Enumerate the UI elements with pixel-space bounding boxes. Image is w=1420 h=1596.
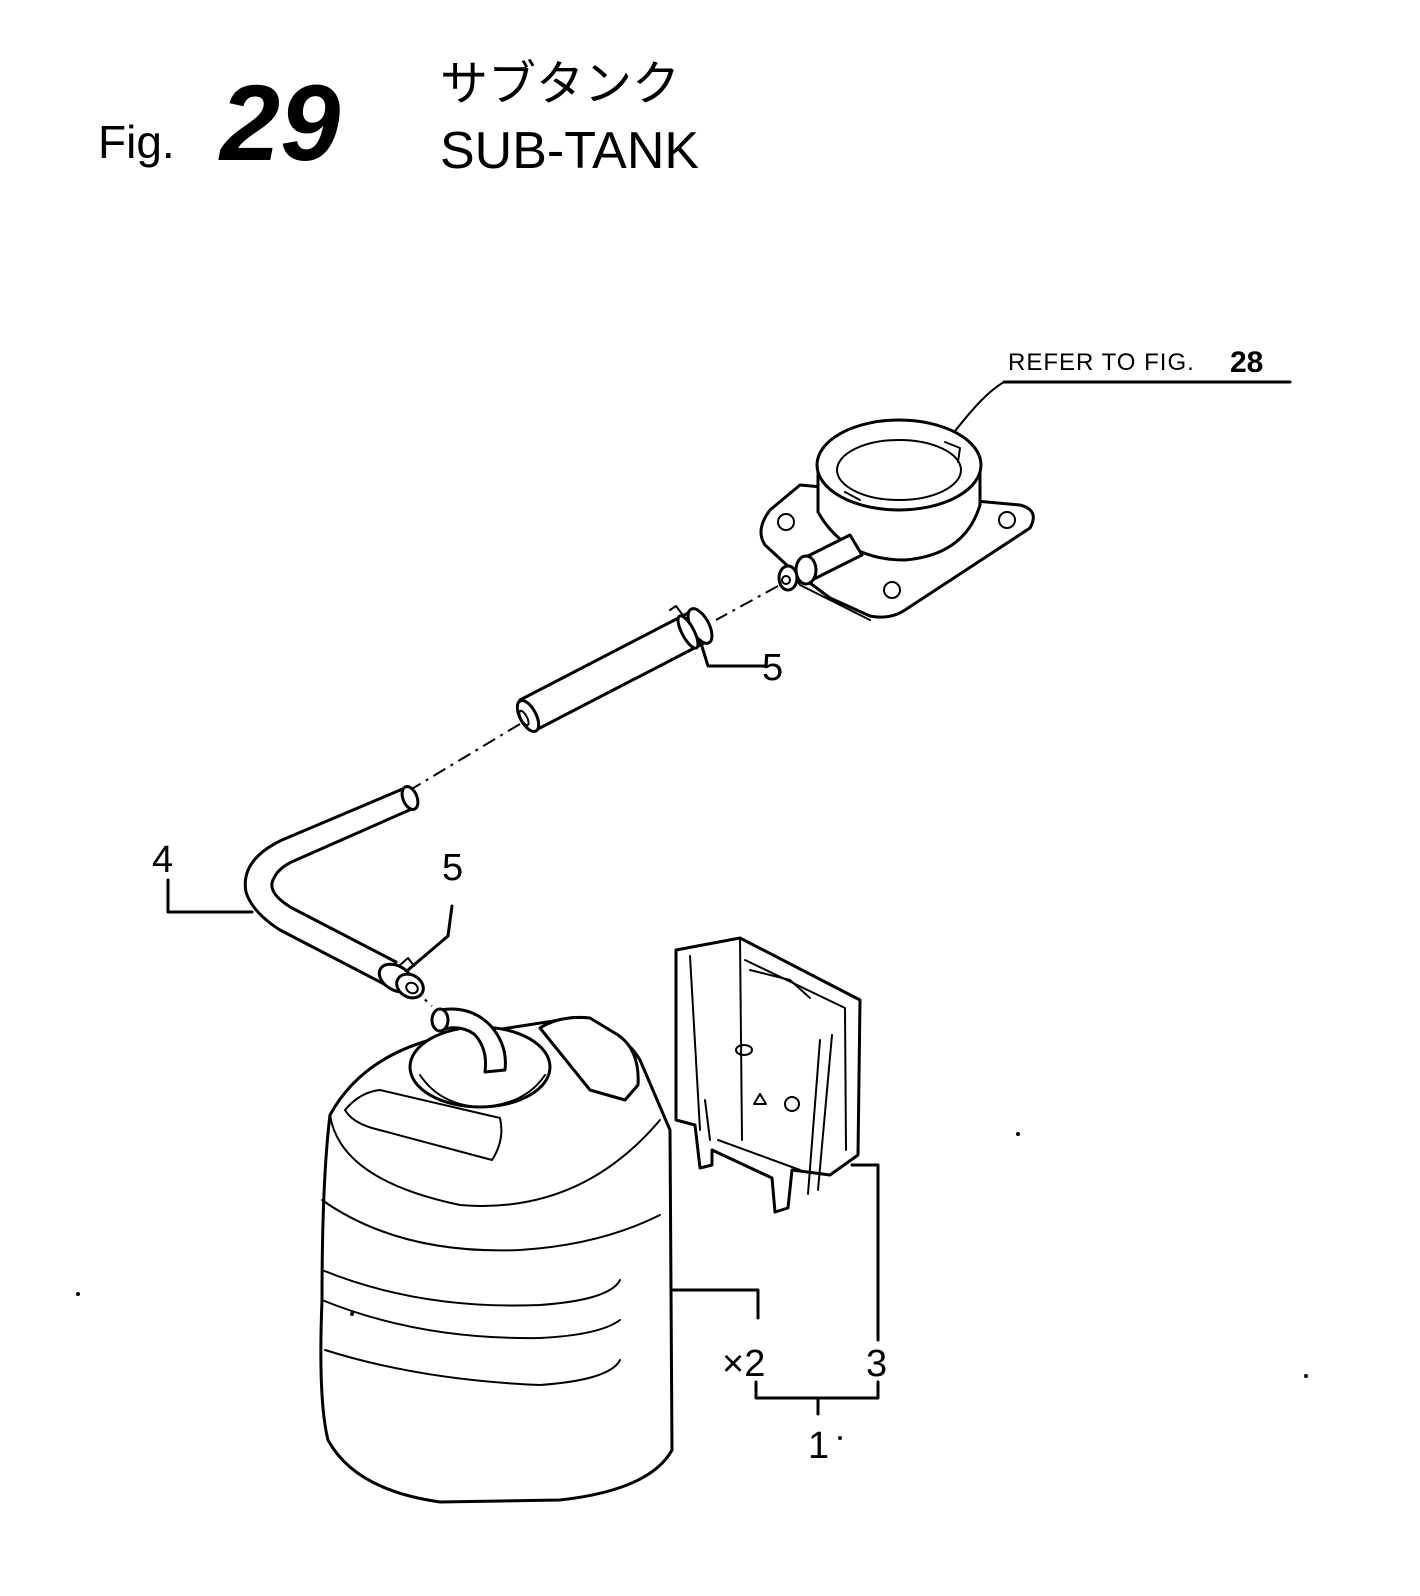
callout-4: 4 <box>152 839 173 881</box>
figure-title: Fig. 29 サブタンク SUB-TANK <box>98 56 699 183</box>
scan-speck <box>1304 1374 1308 1378</box>
title-japanese: サブタンク <box>440 56 680 112</box>
callout-3: 3 <box>866 1343 887 1385</box>
callout-leader-5-lower <box>406 904 454 972</box>
fig-label: Fig. <box>98 116 175 168</box>
tank-bracket <box>674 936 862 1214</box>
reference-text: REFER TO FIG. <box>1008 349 1195 376</box>
callout-leader-4 <box>166 878 254 914</box>
filler-neck-flange <box>759 418 1035 621</box>
reference-leader-line <box>947 381 1005 441</box>
callout-leader-qty <box>670 1288 760 1320</box>
connection-line-upper <box>715 585 779 621</box>
reference-fig-number: 28 <box>1230 346 1263 379</box>
reference-label: REFER TO FIG. 28 <box>947 346 1292 441</box>
callout-5-upper: 5 <box>762 647 783 689</box>
callout-leader-5-upper <box>698 638 766 668</box>
callout-5-lower: 5 <box>442 847 463 889</box>
fig-number: 29 <box>218 62 340 183</box>
callout-1: 1 <box>808 1425 829 1467</box>
title-english: SUB-TANK <box>440 122 699 180</box>
scan-speck <box>838 1436 842 1440</box>
callout-quantity: ×2 <box>722 1343 765 1385</box>
connection-line-middle <box>409 723 521 791</box>
hose-lower-segment <box>243 785 425 1000</box>
scan-speck <box>1016 1132 1020 1136</box>
sub-tank <box>319 1007 674 1504</box>
hose-upper-segment <box>515 605 714 733</box>
callout-bracket-1 <box>754 1380 880 1400</box>
scan-speck <box>76 1292 80 1296</box>
callout-leader-3 <box>850 1163 880 1342</box>
